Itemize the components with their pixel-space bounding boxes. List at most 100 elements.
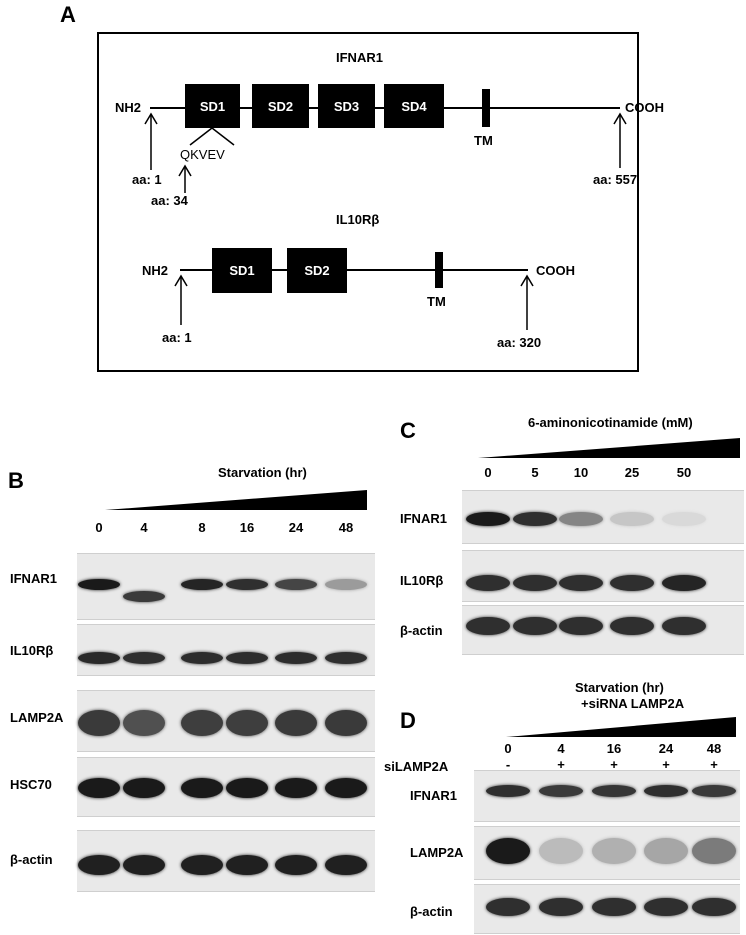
panel-c-row-actin: β-actin: [400, 623, 443, 638]
panel-c-band-ifnar1-4: [662, 512, 706, 526]
panel-c-lane-2: 10: [573, 465, 589, 480]
ifnar1-tm-label: TM: [474, 133, 493, 148]
panel-b-lane-1: 4: [140, 520, 148, 535]
panel-b-band-il10rb-5: [325, 652, 367, 664]
panel-b-band-hsc70-5: [325, 778, 367, 798]
panel-b-band-lamp2a-3: [226, 710, 268, 736]
ifnar1-sd1: SD1: [185, 84, 240, 128]
ifnar1-nh2: NH2: [115, 100, 142, 115]
panel-b-band-lamp2a-5: [325, 710, 367, 736]
panel-d-row-actin: β-actin: [410, 904, 453, 919]
panel-b-wedge: [105, 490, 367, 510]
panel-b-blot-hsc70: [77, 757, 375, 817]
panel-d-band-actin-2: [592, 898, 636, 916]
panel-b-band-hsc70-4: [275, 778, 317, 798]
panel-b-band-hsc70-0: [78, 778, 120, 798]
ifnar1-sd3: SD3: [318, 84, 375, 128]
panel-b-band-actin-4: [275, 855, 317, 875]
panel-c-band-ifnar1-1: [513, 512, 557, 526]
panel-d-lane-3: 24: [658, 741, 674, 756]
panel-c-band-il10rb-4: [662, 575, 706, 591]
panel-d-band-actin-3: [644, 898, 688, 916]
panel-b-letter: B: [8, 468, 24, 493]
panel-d-band-lamp2a-3: [644, 838, 688, 864]
panel-b-lane-4: 24: [288, 520, 304, 535]
panel-b-band-actin-5: [325, 855, 367, 875]
panel-c-lane-0: 0: [484, 465, 492, 480]
panel-a-letter: A: [60, 2, 76, 27]
panel-c-row-il10rb: IL10Rβ: [400, 573, 444, 588]
panel-d-blot-actin: [474, 884, 740, 934]
panel-c-band-il10rb-3: [610, 575, 654, 591]
panel-d-row-lamp2a: LAMP2A: [410, 845, 464, 860]
panel-d-letter: D: [400, 708, 416, 733]
panel-d-band-ifnar1-0: [486, 785, 530, 797]
panel-b-lane-5: 48: [338, 520, 354, 535]
panel-b-row-il10rb: IL10Rβ: [10, 643, 54, 658]
panel-b-band-ifnar1-0: [78, 578, 120, 590]
panel-b-treatment: Starvation (hr): [218, 465, 307, 480]
panel-c-blot-ifnar1: [462, 490, 744, 544]
panel-b-band-actin-3: [226, 855, 268, 875]
il10rb-aa-end: aa: 320: [497, 335, 542, 350]
panel-c-wedge: [478, 438, 740, 458]
panel-b-band-hsc70-1: [123, 778, 165, 798]
ifnar1-aa-start: aa: 1: [132, 172, 162, 187]
panel-b-band-hsc70-3: [226, 778, 268, 798]
ifnar1-sd2: SD2: [252, 84, 309, 128]
panel-d-band-lamp2a-0: [486, 838, 530, 864]
panel-b-lane-3: 16: [239, 520, 255, 535]
panel-b-row-actin: β-actin: [10, 852, 53, 867]
panel-c-band-actin-3: [610, 617, 654, 635]
panel-d-si-sign-3: +: [662, 757, 670, 772]
panel-c-band-il10rb-0: [466, 575, 510, 591]
il10rb-nh2: NH2: [142, 263, 169, 278]
panel-d-si-label: siLAMP2A: [384, 759, 449, 774]
panel-b-band-actin-0: [78, 855, 120, 875]
panel-b-band-il10rb-0: [78, 652, 120, 664]
panel-a-frame: [97, 32, 639, 372]
panel-c-band-ifnar1-3: [610, 512, 654, 526]
panel-c-lane-1: 5: [531, 465, 539, 480]
il10rb-tm-label: TM: [427, 294, 446, 309]
ifnar1-arrows: [144, 112, 627, 330]
panel-b-blot-lamp2a: [77, 690, 375, 752]
panel-d-band-ifnar1-2: [592, 785, 636, 797]
panel-b-band-ifnar1-3: [226, 578, 268, 590]
panel-c-band-ifnar1-0: [466, 512, 510, 526]
panel-b-lane-2: 8: [198, 520, 206, 535]
panel-b-band-ifnar1-4: [275, 578, 317, 590]
panel-b-row-lamp2a: LAMP2A: [10, 710, 64, 725]
panel-d-lane-2: 16: [606, 741, 622, 756]
panel-d-si-sign-0: -: [505, 757, 511, 772]
panel-c-row-ifnar1: IFNAR1: [400, 511, 447, 526]
panel-d-si-sign-4: +: [710, 757, 718, 772]
panel-d-treatment-2: +siRNA LAMP2A: [581, 696, 685, 711]
panel-b-lane-0: 0: [95, 520, 103, 535]
panel-b-band-actin-2: [181, 855, 223, 875]
panel-b-band-il10rb-2: [181, 652, 223, 664]
panel-d-band-ifnar1-3: [644, 785, 688, 797]
panel-c-blot-il10rb: [462, 550, 744, 602]
panel-c-band-actin-1: [513, 617, 557, 635]
panel-b-band-hsc70-2: [181, 778, 223, 798]
ifnar1-cooh: COOH: [625, 100, 664, 115]
panel-c-band-ifnar1-2: [559, 512, 603, 526]
panel-d-lane-0: 0: [504, 741, 512, 756]
ifnar1-motif: QKVEV: [180, 147, 225, 162]
panel-d-band-lamp2a-4: [692, 838, 736, 864]
panel-c-band-il10rb-1: [513, 575, 557, 591]
il10rb-backbone: [180, 269, 528, 271]
panel-c-band-actin-4: [662, 617, 706, 635]
panel-c-treatment: 6-aminonicotinamide (mM): [528, 415, 693, 430]
panel-b-band-il10rb-3: [226, 652, 268, 664]
panel-d-treatment-1: Starvation (hr): [575, 680, 664, 695]
panel-b-band-lamp2a-4: [275, 710, 317, 736]
panel-d-band-actin-0: [486, 898, 530, 916]
panel-b-band-lamp2a-2: [181, 710, 223, 736]
panel-b-blot-ifnar1: [77, 553, 375, 620]
ifnar1-tm-bar: [482, 89, 490, 127]
panel-b-band-lamp2a-1: [123, 710, 165, 736]
panel-d-lane-4: 48: [706, 741, 722, 756]
panel-d-band-lamp2a-2: [592, 838, 636, 864]
